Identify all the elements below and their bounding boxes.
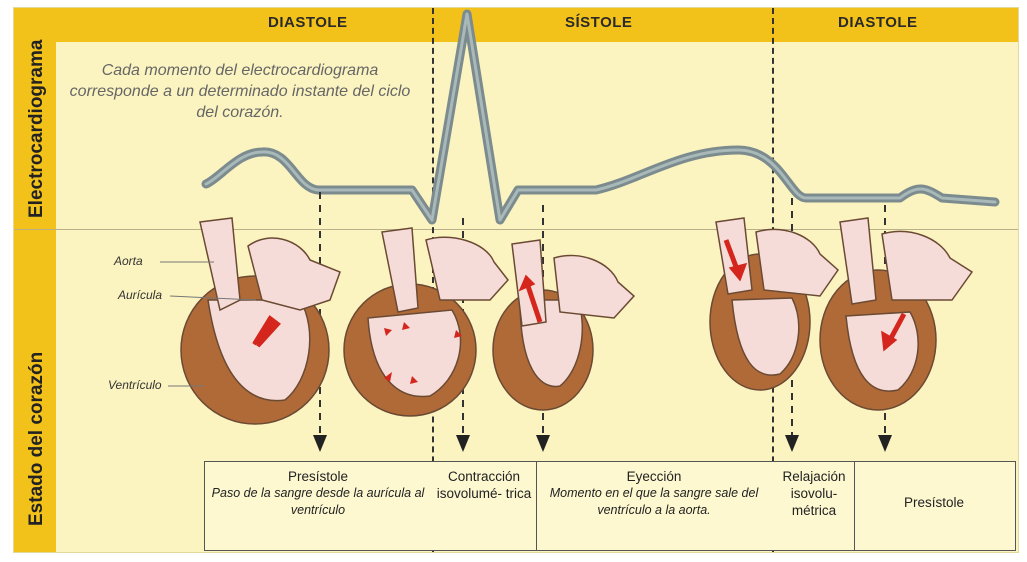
stage-cell-1: Presístole Paso de la sangre desde la au… <box>206 468 430 519</box>
drop-arrow-5 <box>878 435 892 452</box>
label-aorta: Aorta <box>114 254 143 268</box>
heart-4 <box>710 218 838 390</box>
heart-3 <box>493 240 634 410</box>
stage-cell-4: Relajación isovolu- métrica <box>774 468 854 519</box>
stage-2-title: Contracción isovolumé- trica <box>434 468 534 502</box>
table-separator-1 <box>536 461 537 551</box>
label-auricula: Aurícula <box>118 288 162 302</box>
stage-3-title: Eyección <box>538 468 770 485</box>
stage-4-title: Relajación isovolu- métrica <box>774 468 854 519</box>
heart-1 <box>181 218 340 424</box>
table-separator-2 <box>854 461 855 551</box>
heart-5 <box>820 218 972 410</box>
heart-2 <box>344 228 508 416</box>
drop-arrow-3 <box>536 435 550 452</box>
label-ventriculo: Ventrículo <box>108 378 162 392</box>
drop-arrow-2 <box>456 435 470 452</box>
stage-cell-5: Presístole <box>856 494 1012 511</box>
ecg-trace-highlight <box>206 14 995 220</box>
stage-cell-3: Eyección Momento en el que la sangre sal… <box>538 468 770 519</box>
stage-5-title: Presístole <box>856 494 1012 511</box>
stage-3-desc: Momento en el que la sangre sale del ven… <box>538 485 770 519</box>
stage-cell-2: Contracción isovolumé- trica <box>434 468 534 502</box>
stage-1-title: Presístole <box>206 468 430 485</box>
stage-1-desc: Paso de la sangre desde la aurícula al v… <box>206 485 430 519</box>
drop-arrow-4 <box>785 435 799 452</box>
drop-arrow-1 <box>313 435 327 452</box>
